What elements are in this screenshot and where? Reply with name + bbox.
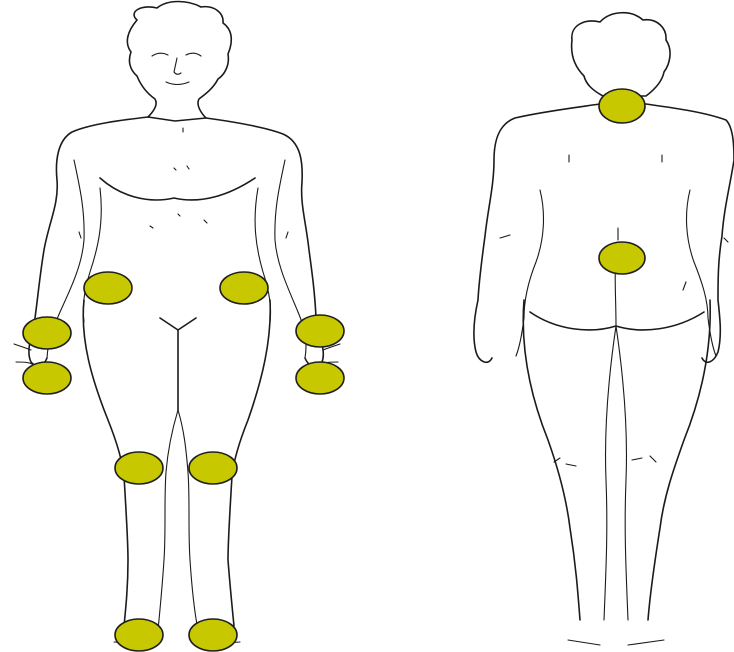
front-right-knee-marker: [115, 452, 163, 484]
front-face-eyes: [152, 53, 201, 56]
front-groin: [160, 318, 196, 410]
front-head-outline: [127, 2, 231, 122]
back-head-outline: [572, 13, 670, 96]
front-right-wrist-lower-marker: [23, 362, 71, 394]
back-legs: [523, 300, 710, 620]
back-neck-marker: [599, 89, 645, 123]
back-feet: [568, 640, 664, 645]
front-inner-right-leg: [178, 410, 198, 630]
front-inner-left-leg: [158, 410, 178, 630]
front-left-wrist-lower-marker: [296, 362, 344, 394]
front-right-ankle-marker: [115, 619, 163, 651]
front-face-nose: [174, 58, 181, 74]
front-chest-line: [100, 178, 255, 200]
front-torso-marks: [79, 128, 288, 238]
front-left-knee-marker: [189, 452, 237, 484]
front-left-shoulder-marker: [220, 272, 268, 304]
front-right-shoulder-marker: [84, 272, 132, 304]
back-waist: [530, 312, 704, 330]
front-left-ankle-marker: [189, 619, 237, 651]
front-left-wrist-upper-marker: [296, 315, 344, 347]
back-inner-legs: [604, 326, 628, 620]
front-right-wrist-upper-marker: [23, 317, 71, 349]
front-face-mouth: [166, 82, 189, 85]
back-shoulders-arms: [474, 104, 734, 362]
joint-marker-layer: [23, 89, 645, 651]
back-lower-back-marker: [599, 242, 645, 274]
